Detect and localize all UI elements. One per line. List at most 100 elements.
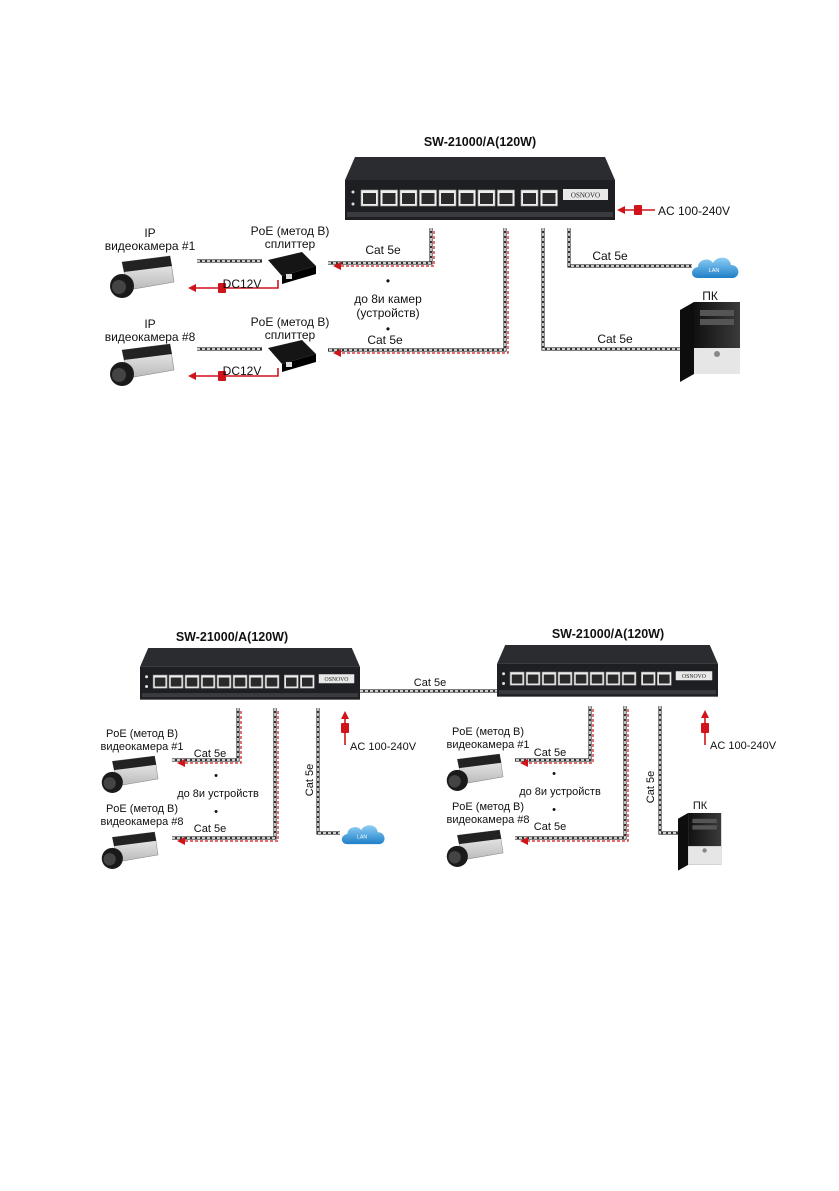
poe-port-7 [605, 671, 621, 686]
dot-2: • [386, 322, 390, 336]
poe-power-arrow [520, 709, 629, 845]
brand-logo [675, 671, 713, 681]
right-cable8-label: Cat 5e [534, 821, 566, 833]
switch-bezel [347, 212, 613, 217]
poe-power-arrow [333, 231, 509, 357]
cable-switch-splitter8 [328, 228, 509, 357]
splitter8-label-line2: сплиттер [265, 328, 316, 342]
left-cable-camera8 [172, 708, 279, 845]
port-socket [460, 193, 474, 204]
cable-switch-splitter1 [328, 228, 435, 270]
cable8-label: Cat 5e [367, 333, 403, 347]
splitter1-label-line2: сплиттер [265, 237, 316, 251]
top-diagram: SW-21000/A(120W) AC 100-240V IP видеокам… [105, 135, 730, 378]
right-camera1-label-line2: видеокамера #1 [446, 739, 529, 751]
poe-port-8 [497, 189, 515, 207]
cable1-label: Cat 5e [365, 243, 401, 257]
twisted-pair-inner [328, 228, 506, 351]
left-dot-2: • [214, 806, 218, 818]
port-socket [154, 677, 166, 687]
twisted-pair-outer [658, 706, 680, 835]
brand-logo [563, 189, 608, 200]
twisted-pair-inner [172, 708, 239, 761]
top-pc [680, 302, 740, 382]
camera1-label-line2: видеокамера #1 [105, 239, 196, 253]
poe-port-8 [621, 671, 637, 686]
left-camera8-label-line2: видеокамера #8 [100, 816, 183, 828]
splitter-1 [268, 252, 316, 284]
cable-switch-lan [567, 228, 692, 268]
twisted-pair-inner [172, 708, 276, 839]
poe-port-2 [380, 189, 398, 207]
poe-port-6 [458, 189, 476, 207]
pc-drive-bay [700, 310, 734, 316]
poe-port-6 [232, 674, 248, 689]
splitter-body [268, 252, 316, 276]
top-switch: OSNOVO [345, 157, 615, 220]
camera-top [457, 754, 502, 769]
brand-logo-text: OSNOVO [325, 677, 349, 683]
led-icon [351, 190, 355, 194]
power-plug-icon [701, 723, 709, 733]
switch-title: SW-21000/A(120W) [424, 135, 536, 149]
port-socket [218, 677, 230, 687]
right-pc-label: ПК [693, 800, 708, 812]
lan-cloud-icon [341, 825, 385, 845]
left-camera8-label-line1: PoE (метод В) [106, 803, 178, 815]
dc8-power-arrow [188, 368, 279, 381]
twisted-pair-inner [328, 228, 432, 264]
switch-bezel [499, 690, 716, 695]
link-cable-label: Cat 5e [414, 677, 446, 689]
splitter-side [282, 354, 316, 372]
pc-label: ПК [702, 289, 718, 303]
right-camera1-label-line1: PoE (метод В) [452, 726, 524, 738]
port-socket [607, 674, 619, 684]
port-socket [250, 677, 262, 687]
dc8-label: DC12V [223, 364, 262, 378]
brand-logo [318, 674, 355, 684]
port-socket [202, 677, 214, 687]
camera-8 [110, 343, 175, 386]
camera-top [457, 830, 502, 845]
left-cable-lan [316, 708, 340, 835]
camera-top [112, 832, 157, 847]
poe-port-2 [525, 671, 541, 686]
lan-label: LAN [357, 835, 367, 841]
port-socket [170, 677, 182, 687]
poe-port-7 [248, 674, 264, 689]
port-socket [234, 677, 246, 687]
poe-power-arrow [177, 711, 279, 845]
port-socket [575, 674, 587, 684]
right-cable1-label: Cat 5e [534, 747, 566, 759]
pc-power-button-icon [714, 351, 720, 357]
camera-top [122, 256, 172, 272]
port-socket [285, 677, 297, 687]
poe-port-1 [360, 189, 379, 207]
pc-drive-bay [700, 319, 734, 325]
camera-1 [110, 255, 175, 298]
camera-lens-glass [448, 851, 461, 864]
poe-port-3 [399, 189, 418, 207]
right-power-label: AC 100-240V [710, 740, 777, 752]
led-icon [502, 682, 506, 686]
port-socket [402, 193, 415, 204]
switch2-title: SW-21000/A(120W) [552, 627, 664, 641]
twisted-pair-inner [542, 228, 682, 350]
port-socket [658, 674, 670, 684]
poe-port-4 [557, 671, 573, 686]
power-plug-icon [218, 371, 226, 381]
port-socket [186, 677, 198, 687]
right-dot-1: • [552, 768, 556, 780]
camera-lens-glass [448, 775, 461, 788]
port-socket [591, 674, 603, 684]
right-camera8-label-line2: видеокамера #8 [446, 814, 529, 826]
poe-port-2 [168, 674, 184, 689]
port-socket [543, 674, 555, 684]
power-label: AC 100-240V [658, 204, 730, 218]
right-cable-camera8 [515, 706, 629, 845]
pc-side [678, 813, 689, 871]
led-icon [351, 202, 355, 206]
poe-port-4 [200, 674, 216, 689]
twisted-pair-outer [328, 228, 507, 352]
